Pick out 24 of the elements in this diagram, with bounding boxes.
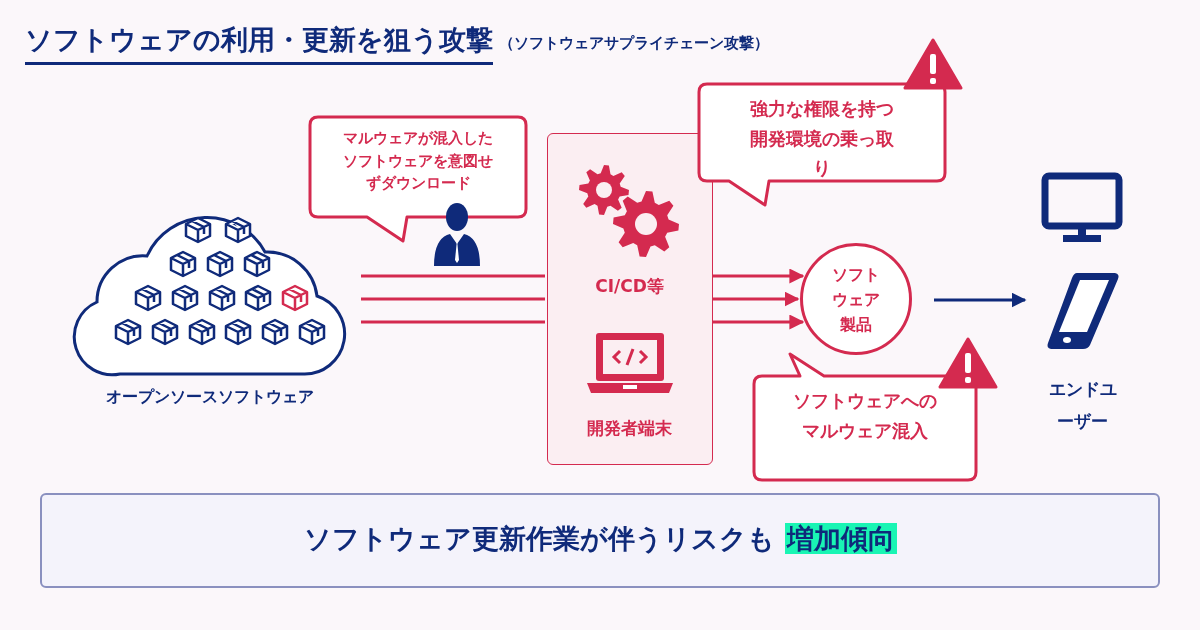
connector-line (361, 297, 545, 301)
arrow (713, 268, 805, 284)
arrow (934, 292, 1027, 308)
summary-text: ソフトウェア更新作業が伴うリスクも (303, 523, 775, 554)
callout-text: マルウェアが混入したソフトウェアを意図せずダウンロード (342, 128, 494, 194)
arrow (713, 291, 800, 307)
system-panel (547, 133, 713, 465)
arrow (713, 314, 805, 330)
cloud-label: オープンソースソフトウェア (105, 386, 315, 408)
product-label: ソフトウェア製品 (831, 264, 881, 336)
callout-text: ソフトウェアへのマルウェア混入 (792, 389, 938, 443)
speech-bubble (308, 115, 528, 243)
system-label: CI/CD等 (594, 275, 665, 298)
summary-banner (40, 493, 1160, 588)
title: ソフトウェアの利用・更新を狙う攻撃 (25, 22, 493, 65)
end-user-label: エンドユーザー (1047, 378, 1118, 434)
connector-line (361, 274, 545, 278)
system-label: 開発者端末 (586, 417, 673, 440)
speech-bubble (752, 352, 978, 482)
subtitle: （ソフトウェアサプライチェーン攻撃） (499, 34, 769, 53)
connector-line (361, 320, 545, 324)
highlighted-text: 増加傾向 (784, 523, 897, 554)
callout-text: 強力な権限を持つ開発環境の乗っ取り (749, 97, 895, 181)
speech-bubble (697, 82, 947, 207)
